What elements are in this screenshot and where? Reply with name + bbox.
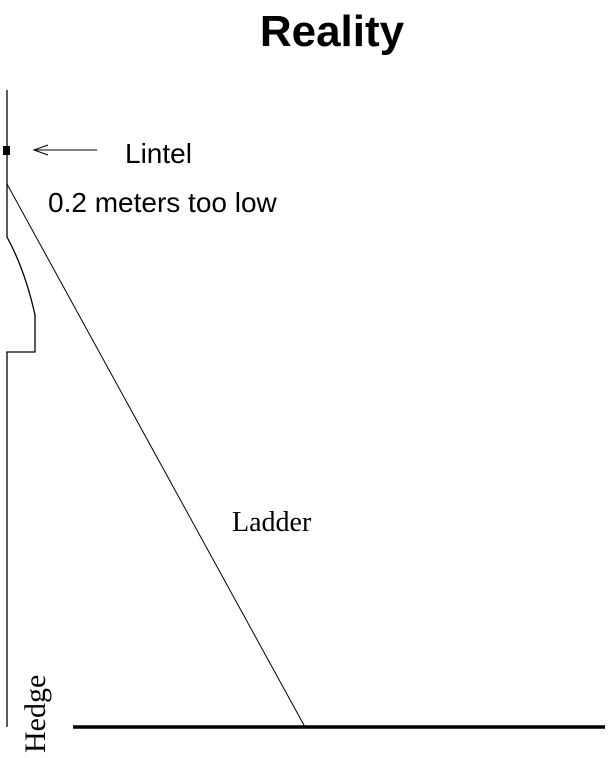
wall-outline: [6, 90, 36, 727]
hedge-label: Hedge: [19, 675, 52, 753]
lintel-marker: [3, 146, 10, 155]
ladder-label: Ladder: [232, 507, 312, 538]
lintel-label: Lintel: [125, 138, 192, 169]
ladder-line: [6, 183, 306, 728]
arrow-icon: [32, 144, 97, 156]
offset-note: 0.2 meters too low: [48, 187, 278, 218]
diagram-title: Reality: [260, 7, 405, 56]
